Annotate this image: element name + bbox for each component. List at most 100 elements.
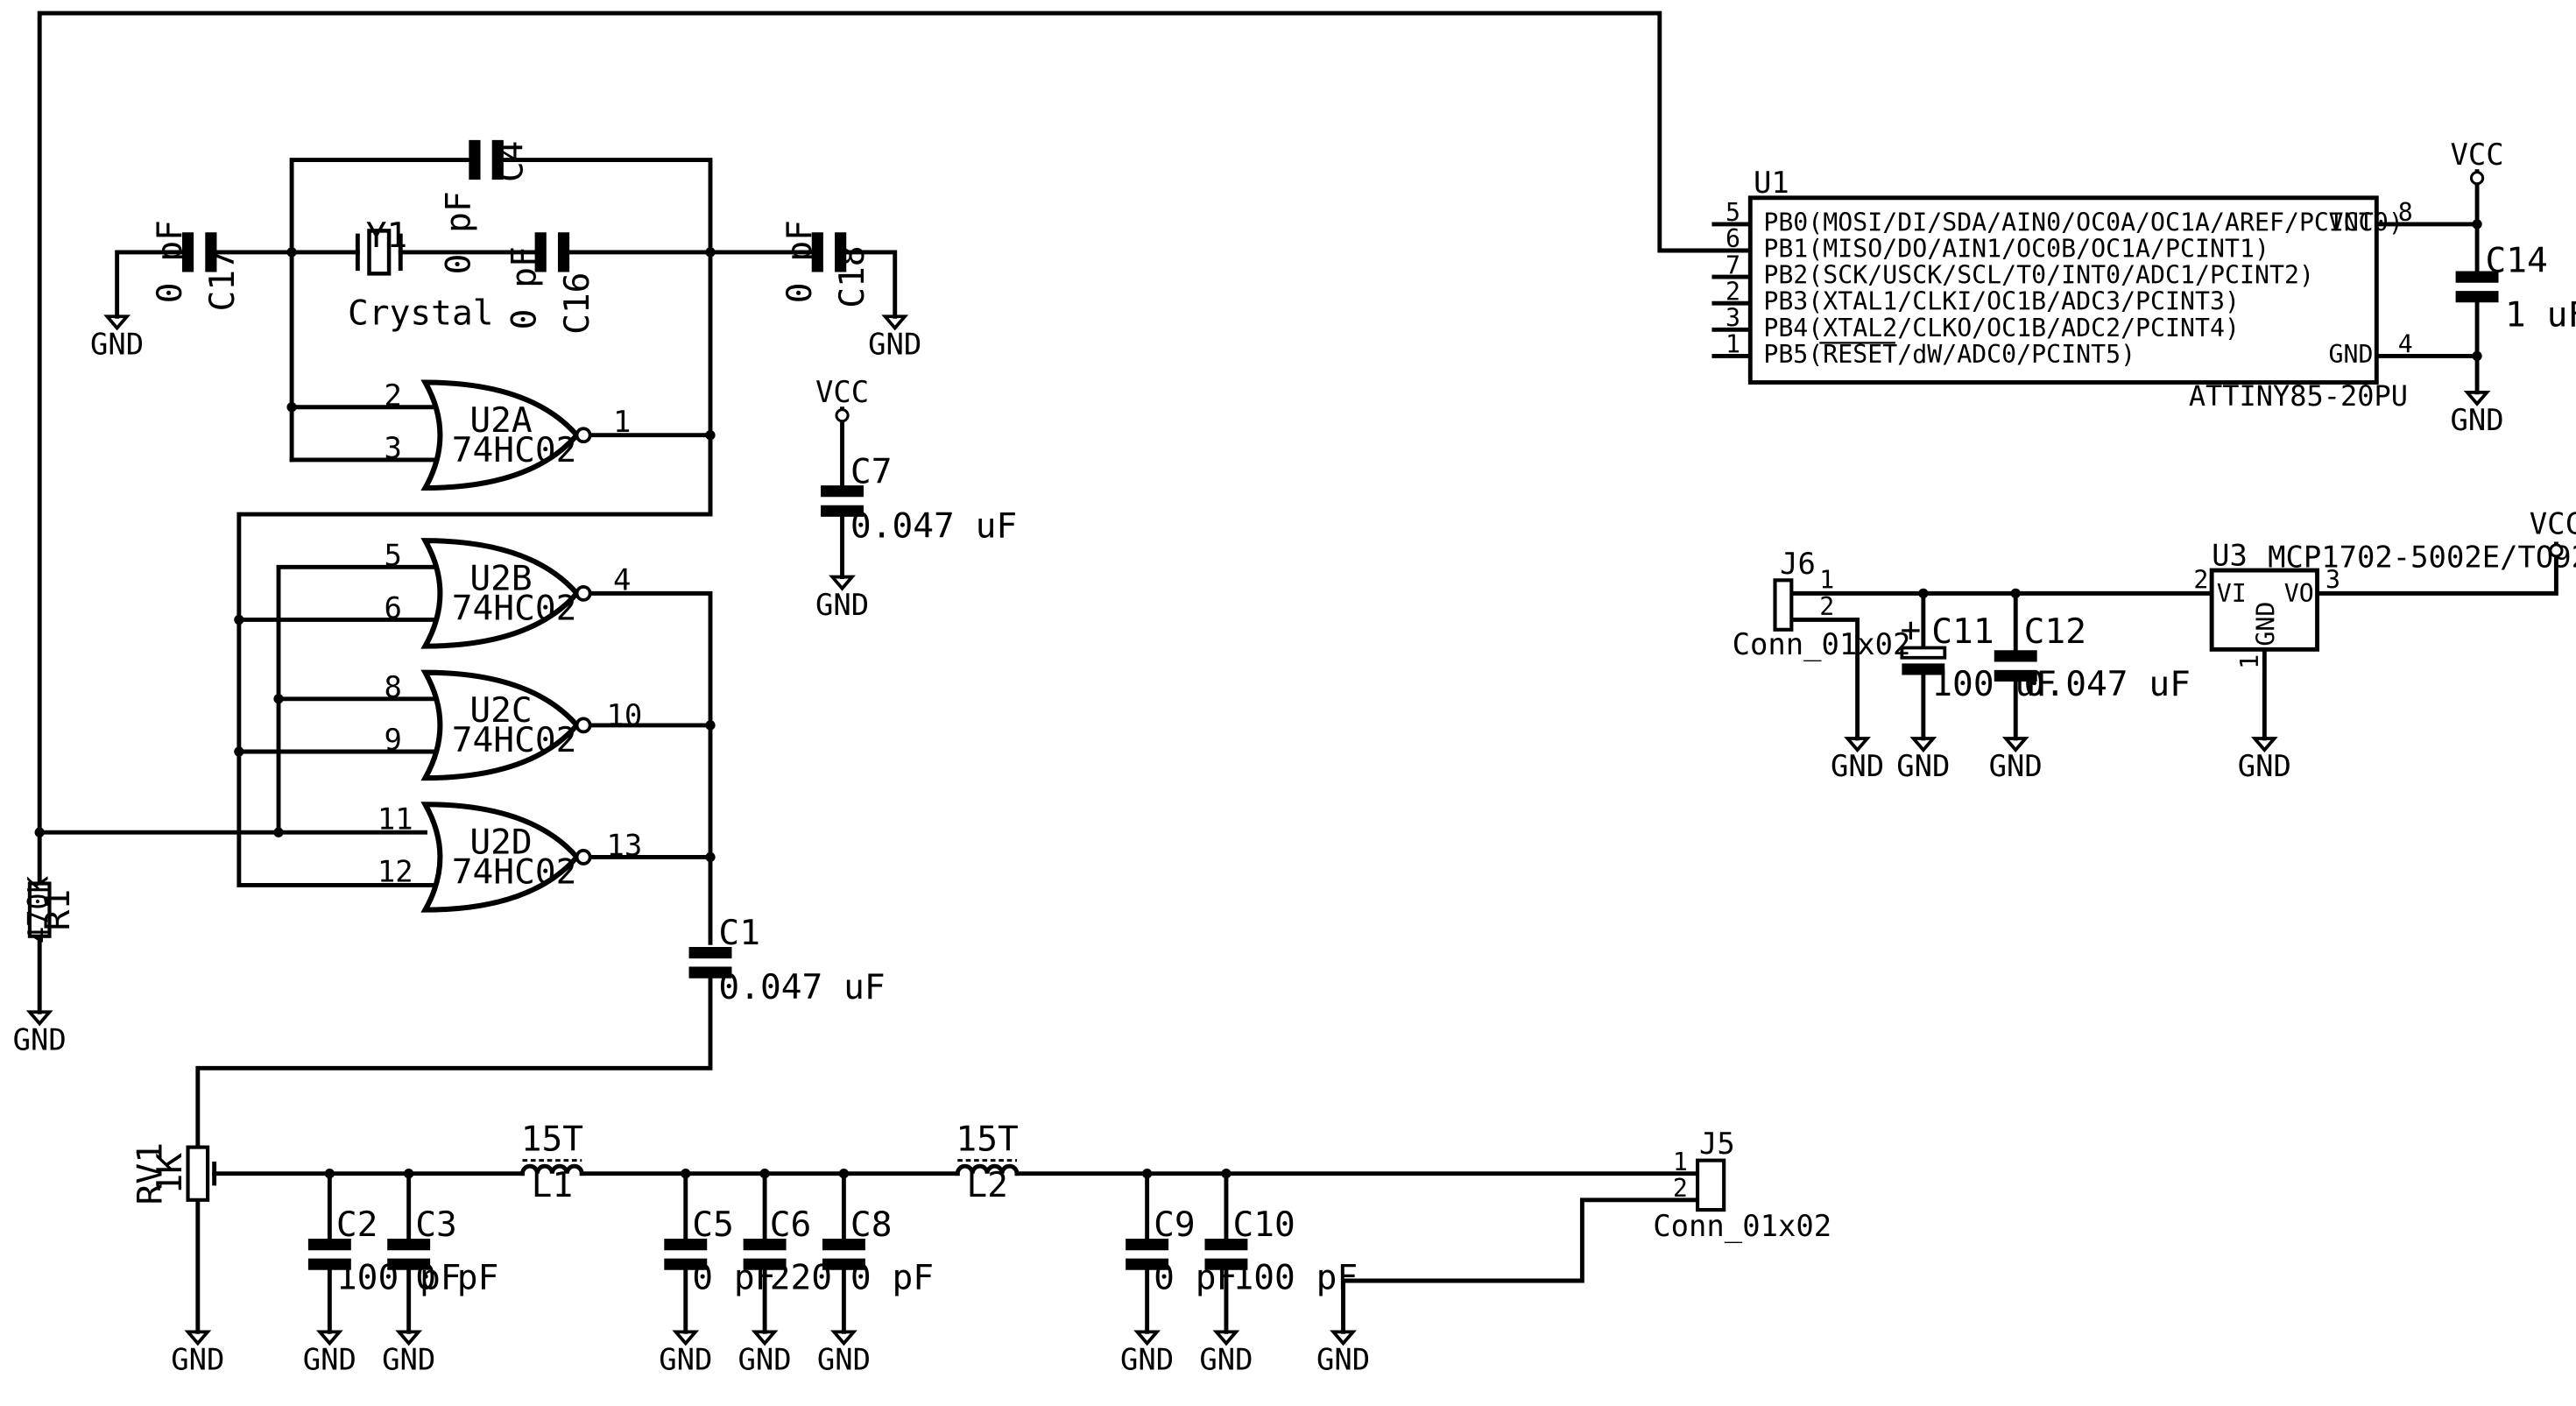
c3-value: 0 pF xyxy=(415,1257,498,1297)
ground-symbols: GND GND GND GND GND GND GND GND GND GND GND GND GND G… xyxy=(13,314,2504,1377)
junction-dot xyxy=(273,694,284,704)
j5-ref: J5 xyxy=(1699,1127,1735,1161)
capacitor-c17: C17 0 pF xyxy=(150,220,243,311)
vcc-symbol: VCC xyxy=(2450,138,2504,186)
u2a-value: 74HC02 xyxy=(452,430,577,470)
ground-symbol: GND xyxy=(2238,737,2291,783)
j5-value: Conn_01x02 xyxy=(1653,1209,1831,1244)
ground-symbol: GND xyxy=(1896,737,1950,783)
c8-value: 0 pF xyxy=(850,1257,934,1297)
capacitor-c6: C6 220 xyxy=(743,1205,832,1297)
nor-gate-u2c: U2C 74HC02 8 9 10 xyxy=(384,669,642,781)
junction-dot xyxy=(2472,219,2482,230)
junction-dot xyxy=(286,402,297,413)
mcu-vcc-pin-num: 8 xyxy=(2398,198,2413,227)
c16-ref: C16 xyxy=(557,272,597,335)
ground-symbol: GND xyxy=(817,1330,871,1377)
ground-symbol: GND xyxy=(2450,390,2504,437)
mcu-pin-name: PB0(MOSI/DI/SDA/AIN0/OC0A/OC1A/AREF/PCIN… xyxy=(1763,208,2403,237)
capacitor-c8: C8 0 pF xyxy=(822,1205,934,1297)
mcu-gnd-pin-num: 4 xyxy=(2398,330,2413,359)
vcc-label: VCC xyxy=(815,375,869,409)
u2b-pin-out: 4 xyxy=(613,563,631,597)
mcu-pin-name: PB4(XTAL2/CLKO/OC1B/ADC2/PCINT4) xyxy=(1763,314,2240,343)
wires xyxy=(37,11,2558,1334)
regulator-body xyxy=(2209,568,2320,652)
l2-value: 15T xyxy=(956,1119,1018,1159)
c18-value: 0 pF xyxy=(780,220,820,303)
j5-pin1: 1 xyxy=(1673,1148,1688,1176)
ground-symbol: GND xyxy=(815,575,869,622)
ground-symbol: GND xyxy=(13,1010,67,1057)
ground-symbol: GND xyxy=(1199,1330,1253,1377)
junction-dot xyxy=(234,614,244,625)
mcu-body xyxy=(1747,195,2379,385)
ground-symbol: GND xyxy=(1120,1330,1174,1377)
mcu-pin-num: 1 xyxy=(1726,330,1740,359)
nor-gate-u2d: U2D 74HC02 11 12 13 xyxy=(378,802,642,913)
c10-ref: C10 xyxy=(1232,1205,1295,1245)
c14-value: 1 uF xyxy=(2505,295,2576,336)
u2c-value: 74HC02 xyxy=(452,720,577,760)
j6-body xyxy=(1773,578,1794,632)
vcc-symbols: VCC VCC VCC xyxy=(815,138,2576,558)
junction-dot xyxy=(1141,1169,1153,1179)
u3-pin-gnd: 1 xyxy=(2235,654,2264,669)
ground-symbol: GND xyxy=(868,314,921,362)
r1-body xyxy=(27,881,52,938)
capacitor-c9: C9 0 pF xyxy=(1126,1205,1237,1297)
vcc-label: VCC xyxy=(2530,507,2576,541)
c6-value: 220 xyxy=(770,1257,832,1297)
polarity-plus-icon: + xyxy=(1901,610,1922,650)
j6-pin1: 1 xyxy=(1819,566,1834,595)
capacitor-c1: C1 0.047 uF xyxy=(688,913,886,1007)
c18-ref: C18 xyxy=(832,245,872,307)
c14-ref: C14 xyxy=(2485,240,2547,280)
ground-symbol: GND xyxy=(1989,737,2043,783)
gnd-label: GND xyxy=(1989,749,2043,783)
u2a-ref: U2A xyxy=(469,400,533,441)
c6-ref: C6 xyxy=(770,1205,812,1245)
c12-ref: C12 xyxy=(2024,611,2086,652)
rv1-ref: RV1 xyxy=(130,1142,170,1205)
j6-pin2: 2 xyxy=(1819,592,1834,621)
junction-dot xyxy=(838,1169,850,1179)
u3-pin-vo: 3 xyxy=(2325,566,2340,595)
capacitor-c10: C10 100 pF xyxy=(1204,1205,1358,1297)
gnd-label: GND xyxy=(2450,403,2503,437)
gnd-label: GND xyxy=(817,1343,871,1377)
u2b-value: 74HC02 xyxy=(452,588,577,628)
junction-dot xyxy=(705,720,716,731)
mcu-value: ATTINY85-20PU xyxy=(2189,379,2408,413)
mcu-pin-name: PB2(SCK/USCK/SCL/T0/INT0/ADC1/PCINT2) xyxy=(1763,261,2314,290)
junction-dot xyxy=(324,1169,335,1179)
ground-symbol: GND xyxy=(1316,1330,1370,1377)
junction-dot xyxy=(681,1169,691,1179)
junction-dot xyxy=(404,1169,414,1179)
junction-dot xyxy=(705,851,716,863)
u2b-pin-in2: 6 xyxy=(384,591,401,625)
j5-pin2: 2 xyxy=(1673,1174,1688,1203)
u2d-ref: U2D xyxy=(469,823,532,863)
junction-dot xyxy=(2010,588,2021,599)
capacitor-c11-polarized: + C11 100 uF xyxy=(1901,610,2057,704)
junction-dot xyxy=(34,827,45,837)
ground-symbol: GND xyxy=(171,1330,224,1377)
mcu-vcc-pin-name: VCC xyxy=(2329,208,2374,237)
junctions xyxy=(34,219,2482,1179)
capacitor-c12: C12 0.047 uF xyxy=(1994,611,2191,704)
gnd-label: GND xyxy=(1199,1343,1253,1377)
c3-ref: C3 xyxy=(415,1205,457,1245)
mcu-pin-num: 5 xyxy=(1726,198,1740,227)
mcu-ref: U1 xyxy=(1754,166,1789,200)
c5-ref: C5 xyxy=(692,1205,734,1245)
crystal-body xyxy=(367,229,392,276)
gnd-label: GND xyxy=(382,1343,435,1377)
y1-ref: Y1 xyxy=(366,215,408,256)
c9-ref: C9 xyxy=(1154,1205,1196,1245)
capacitor-c3: C3 0 pF xyxy=(387,1205,498,1297)
ground-symbol: GND xyxy=(659,1330,712,1377)
u2b-ref: U2B xyxy=(469,559,532,599)
mcu-u1: U1 ATTINY85-20PU PB0(MOSI/DI/SDA/AIN0/OC… xyxy=(1726,166,2413,413)
